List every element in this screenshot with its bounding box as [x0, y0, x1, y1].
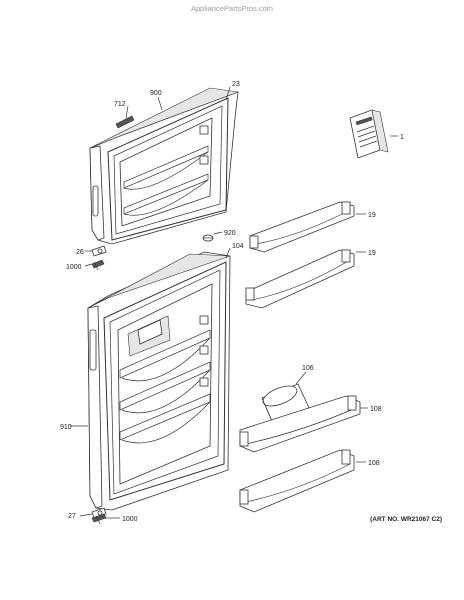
callout-920: 920 [224, 230, 236, 237]
callout-910: 910 [60, 424, 72, 431]
art-number: (ART NO. WR21067 C2) [370, 516, 442, 523]
callout-712: 712 [114, 101, 126, 108]
callout-104: 104 [232, 243, 244, 250]
callout-1000-upper: 1000 [66, 264, 82, 271]
callout-26: 26 [76, 249, 84, 256]
part-920-plug [202, 234, 214, 242]
callout-108-upper: 108 [370, 406, 382, 413]
hinge-part-27 [91, 507, 107, 519]
callout-106: 106 [302, 365, 314, 372]
part-1-label-card [349, 109, 389, 159]
trim-712-part [115, 115, 135, 129]
door-bin-19-lower [245, 249, 355, 309]
fresh-food-door [87, 251, 231, 511]
door-bin-19-upper [249, 201, 355, 253]
callout-900: 900 [150, 90, 162, 97]
watermark-text: AppliancePartsPros.com [191, 4, 273, 13]
part-106-container [261, 383, 311, 427]
door-bin-108-upper [239, 395, 361, 453]
callout-1000-lower: 1000 [122, 516, 138, 523]
leader-lines [70, 86, 398, 519]
freezer-door [89, 87, 239, 245]
callout-19-lower: 19 [368, 250, 376, 257]
hinge-part-26 [91, 245, 107, 257]
screw-part-1000-upper [91, 259, 105, 271]
callout-1: 1 [400, 134, 404, 141]
callout-108-lower: 108 [368, 460, 380, 467]
callout-23: 23 [232, 81, 240, 88]
callout-19-upper: 19 [368, 212, 376, 219]
callout-27: 27 [68, 513, 76, 520]
door-bin-108-lower [239, 449, 355, 513]
